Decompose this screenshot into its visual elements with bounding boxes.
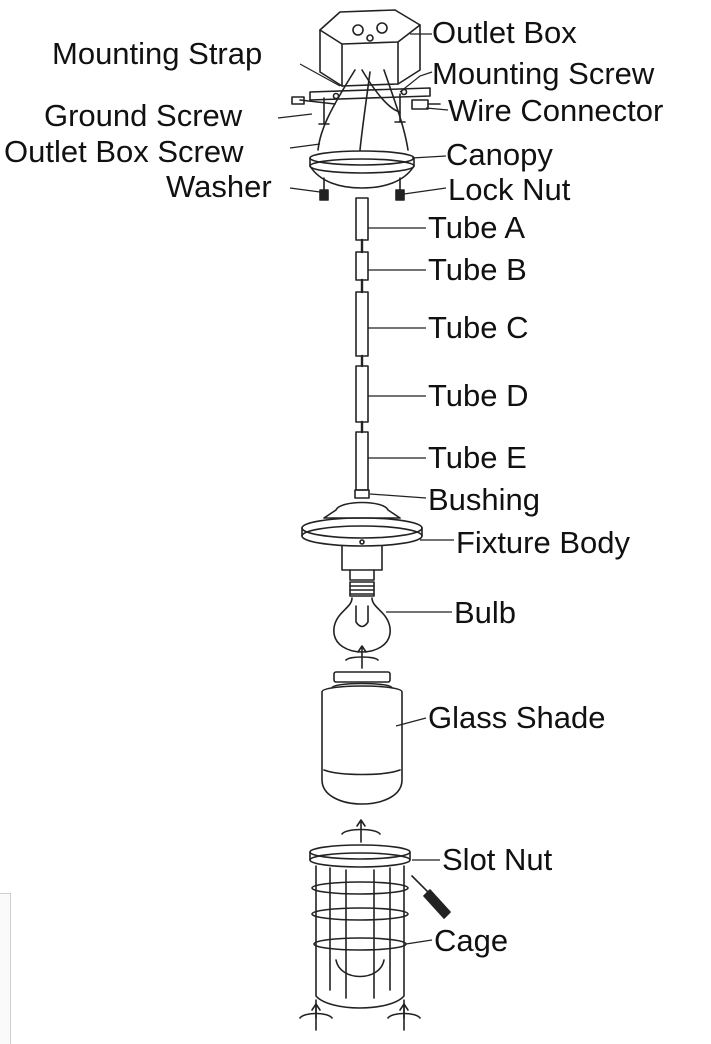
tube-a-drawing	[355, 197, 369, 241]
label-glass-shade: Glass Shade	[428, 700, 606, 735]
tube-e-drawing	[355, 431, 369, 491]
leader-glass-shade	[395, 717, 427, 727]
glass-shade-drawing	[321, 671, 403, 805]
label-outlet-box: Outlet Box	[432, 15, 577, 50]
label-slot-nut: Slot Nut	[442, 842, 553, 877]
label-outlet-box-screw: Outlet Box Screw	[4, 134, 244, 169]
mounting-screw-drawing	[318, 93, 406, 125]
wire-connector-drawing	[411, 99, 441, 110]
lock-nut-drawing	[395, 177, 405, 201]
fixture-body-drawing	[301, 501, 423, 581]
tube-b-drawing	[355, 251, 369, 281]
label-ground-screw: Ground Screw	[44, 98, 243, 133]
label-bushing: Bushing	[428, 482, 541, 517]
label-canopy: Canopy	[446, 137, 553, 172]
bulb-drawing	[333, 581, 391, 653]
mounting-strap-drawing	[309, 87, 431, 101]
wires-drawing	[299, 69, 409, 151]
label-mounting-screw: Mounting Screw	[432, 56, 655, 91]
label-mounting-strap: Mounting Strap	[52, 36, 263, 71]
label-cage: Cage	[434, 923, 509, 958]
ground-screw-drawing	[291, 96, 305, 105]
rotate-arrow-upper	[345, 645, 379, 669]
label-wire-connector: Wire Connector	[448, 93, 664, 128]
washer-drawing	[319, 177, 329, 201]
leader-outlet-box-screw	[289, 143, 321, 149]
cage-drawing	[309, 844, 411, 1019]
label-lock-nut: Lock Nut	[448, 172, 571, 207]
leader-washer	[289, 187, 321, 193]
label-tube-a: Tube A	[428, 210, 526, 245]
label-fixture-body: Fixture Body	[456, 525, 631, 560]
leader-mounting-screw	[399, 71, 433, 93]
leader-lock-nut	[403, 187, 447, 195]
label-washer: Washer	[166, 169, 272, 204]
bushing-drawing	[354, 489, 370, 499]
rotate-arrow-bottom-left	[299, 1003, 333, 1031]
rotate-arrow-middle	[341, 819, 381, 843]
leader-mounting-strap	[299, 63, 341, 87]
outlet-box-drawing	[319, 9, 421, 87]
leader-cage	[405, 939, 433, 945]
leader-ground-screw	[277, 113, 313, 119]
label-tube-e: Tube E	[428, 440, 527, 475]
leader-bushing	[369, 493, 427, 499]
leader-lines	[277, 33, 454, 945]
label-tube-d: Tube D	[428, 378, 529, 413]
tube-d-drawing	[355, 365, 369, 423]
leader-wire-connector	[425, 107, 449, 111]
tube-c-drawing	[355, 291, 369, 357]
canopy-drawing	[309, 150, 415, 189]
leader-canopy	[411, 155, 447, 159]
label-tube-c: Tube C	[428, 310, 529, 345]
rotate-arrow-bottom-right	[387, 1003, 421, 1031]
label-bulb: Bulb	[454, 595, 517, 630]
panel-edge-fragment	[0, 893, 11, 1044]
slot-nut-screwdriver-drawing	[411, 875, 451, 919]
label-tube-b: Tube B	[428, 252, 527, 287]
